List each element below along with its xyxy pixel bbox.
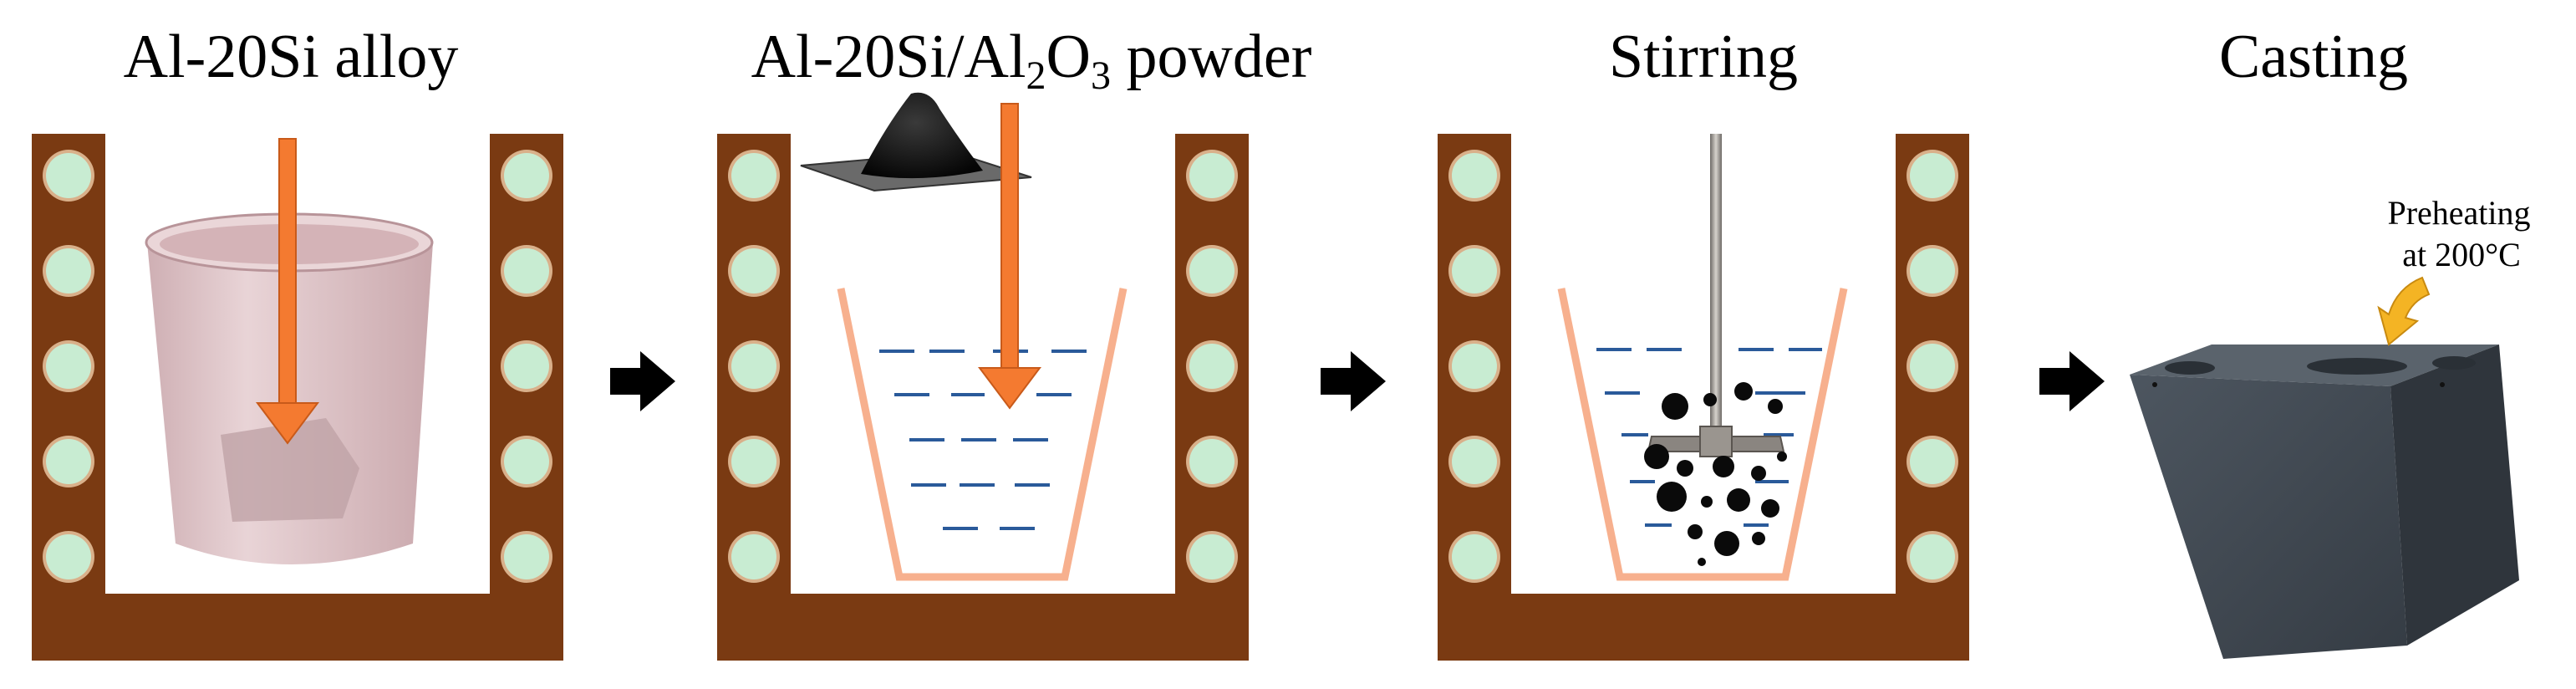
furnace-icon [1438,134,1969,661]
melt-lines [1596,348,1822,527]
crucible-icon [837,288,1128,581]
melt-lines [879,350,1087,530]
next-step-arrow-icon [610,351,675,411]
particle-icon [1644,382,1787,566]
preheating-label: Preheating [2387,194,2531,232]
heater-coil-icon [728,150,1238,583]
step-2-title-prefix: Al-20Si/Al [751,23,1026,91]
stirrer-icon [1647,134,1785,457]
down-arrow-icon [978,103,1041,410]
furnace-3 [1438,134,1969,661]
step-2-title: Al-20Si/Al2O3 powder [680,15,1382,99]
step-2-title-suffix: powder [1110,23,1312,91]
furnace-icon [717,134,1249,661]
furnace-1 [32,134,563,661]
furnace-2 [717,92,1249,661]
curved-arrow-icon [2377,276,2431,346]
step-3-title: Stirring [1608,23,1799,91]
step-2-title-sub2: 3 [1090,54,1111,98]
down-arrow-icon [256,138,319,445]
step-2-title-mid: O [1046,23,1091,91]
step-2-title-sub1: 2 [1026,54,1046,98]
powder-pile-icon [800,92,1032,192]
next-step-arrow-icon [1321,351,1386,411]
mold-icon [2130,344,2519,659]
next-step-arrow-icon [2039,351,2105,411]
preheating-temp-label: at 200°C [2402,236,2521,273]
step-4-title: Casting [2218,23,2409,91]
step-1-title: Al-20Si alloy [123,23,459,91]
heater-coil-icon [1448,150,1958,583]
crucible-icon [1557,288,1848,581]
